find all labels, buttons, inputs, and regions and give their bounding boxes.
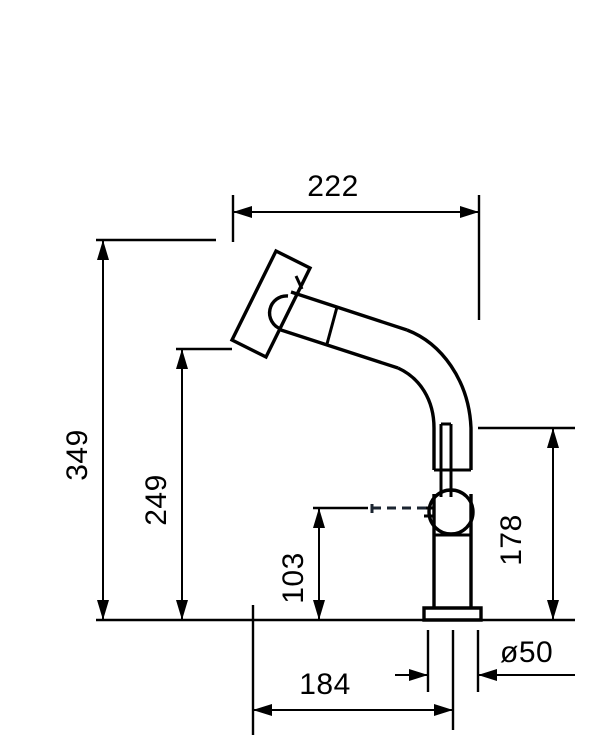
arrow-left-outward xyxy=(409,669,428,681)
arrow-top xyxy=(313,508,325,528)
dimension-base-diameter: ø50 xyxy=(395,630,575,692)
base-plate-icon xyxy=(422,606,483,622)
body-column-icon xyxy=(432,535,473,608)
dimension-overall-height: 349 xyxy=(61,238,216,620)
dimension-spout-projection: 184 xyxy=(251,605,455,735)
arrow-bottom xyxy=(313,600,325,620)
spout-arm-icon xyxy=(280,290,408,370)
spout-shoulder-icon xyxy=(267,294,289,331)
arrow-top xyxy=(176,349,188,369)
faucet-product-outline xyxy=(229,248,483,622)
dimension-label-222: 222 xyxy=(307,170,359,203)
spout-elbow-icon xyxy=(397,328,473,472)
dimension-label-103: 103 xyxy=(277,552,310,604)
arrow-right xyxy=(434,704,453,716)
arrow-top xyxy=(547,428,559,448)
dimension-body-height: 178 xyxy=(478,426,575,620)
dimension-label-349: 349 xyxy=(61,429,94,481)
lever-handle-icon xyxy=(439,422,453,497)
dimension-overall-width: 222 xyxy=(231,170,481,320)
arrow-bottom xyxy=(97,600,109,620)
arrow-bottom xyxy=(547,600,559,620)
arrow-top xyxy=(97,240,109,260)
dimension-spout-height: 249 xyxy=(140,347,232,620)
arrow-left xyxy=(233,206,252,218)
dimension-label-249: 249 xyxy=(140,474,173,526)
dimension-label-178: 178 xyxy=(495,514,528,566)
arrow-right-outward xyxy=(478,669,497,681)
dimension-label-diameter-50: ø50 xyxy=(500,636,553,669)
spray-head-icon xyxy=(229,248,313,360)
arrow-left xyxy=(253,704,272,716)
arrow-right xyxy=(460,206,479,218)
dimension-label-184: 184 xyxy=(299,668,351,701)
spray-head-connector-icon xyxy=(294,275,304,290)
arrow-bottom xyxy=(176,600,188,620)
dimension-lever-height: 103 xyxy=(277,504,430,620)
